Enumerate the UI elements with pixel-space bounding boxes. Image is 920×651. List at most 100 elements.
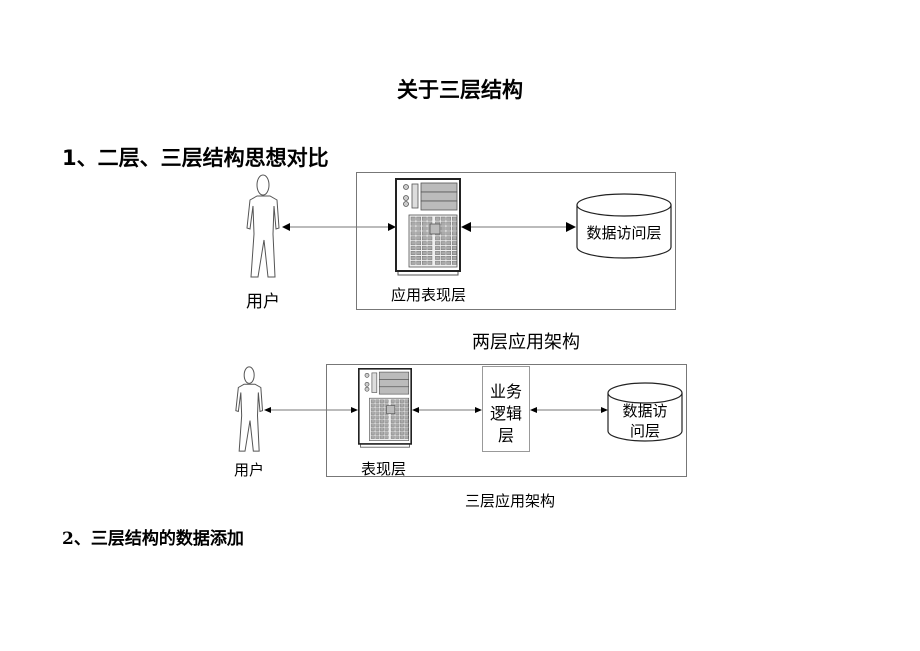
server-key	[410, 221, 416, 226]
server-key	[446, 260, 451, 265]
server-key	[380, 423, 384, 427]
server-key	[404, 411, 409, 415]
server-key	[370, 407, 375, 411]
server-key	[422, 241, 427, 246]
server-key	[375, 399, 380, 403]
server-key	[400, 415, 404, 419]
server-key	[404, 407, 409, 411]
server-key	[452, 216, 457, 221]
server-key	[390, 419, 395, 423]
server-key	[400, 399, 404, 403]
server-key	[380, 427, 384, 431]
server-key	[370, 415, 375, 419]
server-key	[375, 411, 380, 415]
server-key	[375, 431, 380, 435]
server-key	[410, 236, 416, 241]
server-key	[390, 423, 395, 427]
server-key	[452, 251, 457, 255]
server-key	[422, 246, 427, 251]
server-key	[400, 423, 404, 427]
server-key	[410, 216, 416, 221]
server-key	[416, 216, 422, 221]
arrow-business-data	[530, 407, 608, 413]
server-key	[446, 226, 451, 231]
server-key	[416, 231, 422, 236]
database-cylinder-icon	[576, 193, 672, 259]
server-key	[400, 403, 404, 407]
server-key	[427, 255, 433, 260]
server-key	[422, 231, 427, 236]
server-key	[446, 241, 451, 246]
server-key	[395, 435, 400, 439]
server-key	[440, 255, 446, 260]
two-tier-caption: 两层应用架构	[472, 332, 580, 353]
server-key	[404, 427, 409, 431]
server-key	[440, 251, 446, 255]
server-key	[427, 246, 433, 251]
arrow-presentation-business	[412, 407, 482, 413]
server-key	[400, 419, 404, 423]
server-key	[400, 427, 404, 431]
server-key	[422, 221, 427, 226]
server-key	[380, 407, 384, 411]
business-label-line1: 业务	[489, 382, 522, 401]
two-tier-data-label: 数据访问层	[586, 224, 662, 242]
document-title: 关于三层结构	[397, 78, 523, 102]
server-key	[422, 251, 427, 255]
server-key	[416, 255, 422, 260]
server-key	[404, 415, 409, 419]
three-tier-user-label: 用户	[234, 461, 265, 479]
server-key	[400, 431, 404, 435]
server-key	[440, 246, 446, 251]
server-key	[384, 435, 389, 439]
server-key	[416, 260, 422, 265]
server-key	[416, 246, 422, 251]
server-key	[410, 246, 416, 251]
server-key	[404, 399, 409, 403]
server-key	[395, 403, 400, 407]
server-key	[370, 427, 375, 431]
server-key	[435, 255, 440, 260]
server-key	[375, 435, 380, 439]
server-key	[440, 226, 446, 231]
server-key	[410, 251, 416, 255]
server-key	[384, 431, 389, 435]
server-key	[440, 221, 446, 226]
server-key	[395, 419, 400, 423]
server-key	[400, 435, 404, 439]
three-tier-presentation-label: 表现层	[361, 460, 407, 478]
server-key	[427, 241, 433, 246]
server-key	[395, 411, 400, 415]
server-key	[400, 411, 404, 415]
server-key	[384, 419, 389, 423]
server-key	[410, 226, 416, 231]
server-key	[435, 260, 440, 265]
server-key	[380, 431, 384, 435]
two-tier-user-label: 用户	[246, 292, 280, 312]
server-key	[370, 423, 375, 427]
server-key	[404, 435, 409, 439]
data-label-line2: 问层	[629, 422, 660, 440]
server-key	[384, 415, 389, 419]
server-key	[375, 419, 380, 423]
server-key	[435, 216, 440, 221]
three-tier-caption: 三层应用架构	[465, 492, 556, 510]
server-key	[380, 399, 384, 403]
server-key	[380, 435, 384, 439]
server-key	[395, 399, 400, 403]
server-key	[370, 399, 375, 403]
server-key	[395, 431, 400, 435]
server-key	[390, 427, 395, 431]
database-cylinder-icon	[607, 382, 683, 442]
arrow-user-presentation	[282, 223, 396, 231]
server-key	[427, 260, 433, 265]
server-key	[370, 435, 375, 439]
server-key	[422, 226, 427, 231]
server-key	[410, 255, 416, 260]
server-key	[452, 241, 457, 246]
server-key	[384, 423, 389, 427]
server-key	[422, 260, 427, 265]
server-key	[390, 431, 395, 435]
server-key	[395, 415, 400, 419]
arrow-presentation-data	[461, 222, 576, 232]
